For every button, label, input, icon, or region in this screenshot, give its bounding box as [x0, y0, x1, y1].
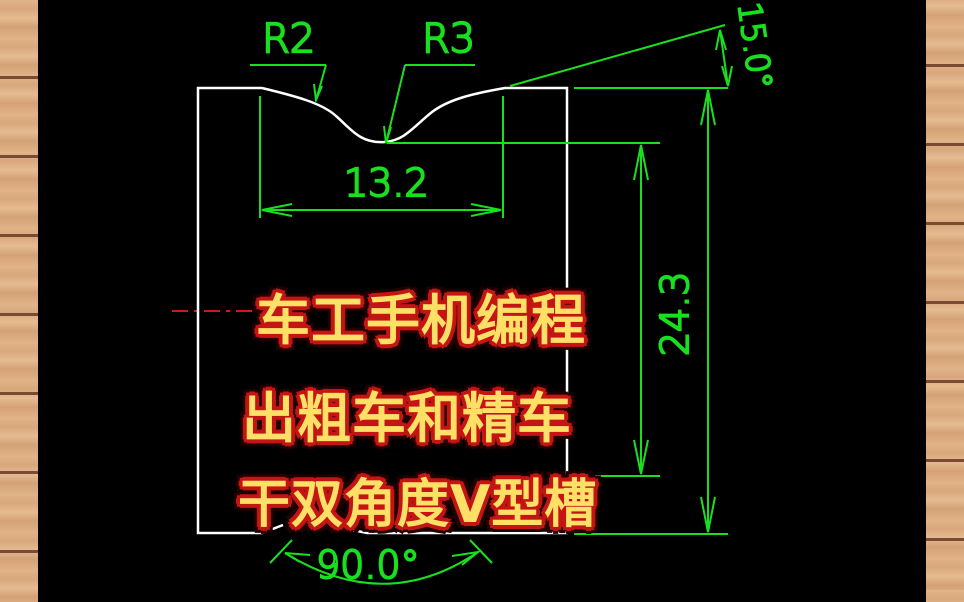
part-outline [196, 86, 569, 535]
dimension-overall-height [700, 89, 716, 533]
leader-r3 [383, 64, 475, 144]
text-15-degree: 15.0° [730, 0, 780, 92]
cad-drawing: R2 R3 13.2 24.3 15.0° 90.0° [172, 0, 781, 588]
text-24-3: 24.3 [653, 271, 697, 356]
dimension-24-3 [633, 144, 649, 475]
caption-line-3: 干双角度V型槽 [238, 462, 597, 537]
dimension-13-2 [261, 203, 502, 217]
text-13-2: 13.2 [344, 161, 429, 205]
wood-frame-left [0, 0, 38, 602]
leader-r2 [250, 64, 327, 104]
caption-line-2: 出粗车和精车 [242, 374, 572, 453]
dimension-90-angle [269, 539, 493, 585]
extension-lines [259, 24, 728, 535]
dimension-15-angle [715, 29, 733, 87]
caption-line-1: 车工手机编程 [256, 276, 586, 355]
text-r3: R3 [422, 16, 475, 62]
text-90-degree: 90.0° [316, 543, 420, 587]
cad-drawing-canvas: R2 R3 13.2 24.3 15.0° 90.0° [38, 0, 926, 602]
wood-frame-right [926, 0, 964, 602]
text-r2: R2 [262, 16, 315, 62]
